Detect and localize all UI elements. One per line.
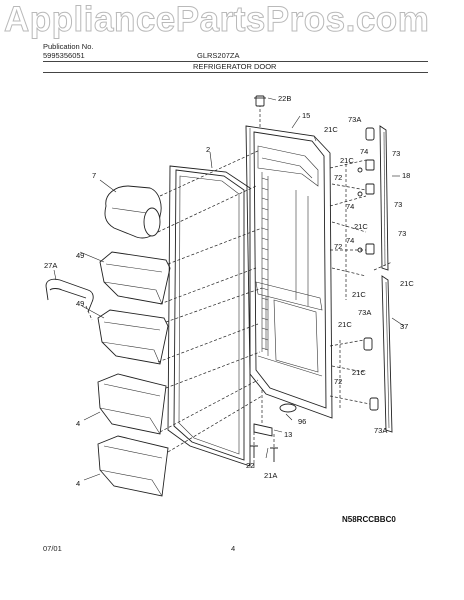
callout-73a-bot: 73A [374, 426, 387, 435]
screw-alignment-lines [329, 159, 393, 410]
callout-49-b: 49 [76, 299, 84, 308]
callout-72-b: 72 [334, 242, 342, 251]
callout-21c-g: 21C [352, 368, 366, 377]
callout-22b: 22B [278, 94, 291, 103]
publication-label: Publication No. [43, 42, 94, 51]
callout-73a-mid: 73A [358, 308, 371, 317]
door-handle [379, 125, 393, 433]
footer-date: 07/01 [43, 544, 62, 553]
door-shell [245, 125, 333, 419]
footer-page: 4 [231, 544, 236, 553]
callout-74-b: 74 [346, 202, 354, 211]
callout-49-a: 49 [76, 251, 84, 260]
leader-lines [53, 97, 405, 481]
callout-73a-top: 73A [348, 115, 361, 124]
bottom-hinge-parts [250, 390, 297, 462]
header-rule-lower [43, 72, 428, 73]
dairy-cover [104, 185, 162, 239]
explosion-lines [85, 104, 263, 453]
end-cap-73a-mid [363, 337, 373, 351]
callout-15: 15 [302, 111, 310, 120]
callout-4-b: 4 [76, 479, 80, 488]
callout-74-a: 74 [360, 147, 368, 156]
callout-13: 13 [284, 430, 292, 439]
end-cap-73a-bot [369, 397, 379, 411]
callout-2: 2 [206, 145, 210, 154]
callout-21c-b: 21C [340, 156, 354, 165]
callout-72-a: 72 [334, 173, 342, 182]
callout-37: 37 [400, 322, 408, 331]
publication-number: 5995356051 [43, 51, 85, 60]
header-rule [43, 61, 428, 62]
watermark: AppliancePartsPros.com [3, 0, 430, 40]
callout-18: 18 [402, 171, 410, 180]
callout-27a: 27A [44, 261, 57, 270]
callout-96: 96 [298, 417, 306, 426]
callout-74-c: 74 [346, 236, 354, 245]
callout-73-c: 73 [398, 229, 406, 238]
diagram-code: N58RCCBBC0 [342, 515, 396, 524]
end-cap-73a-top [365, 127, 375, 141]
handle-trim [45, 278, 94, 313]
section-title: REFRIGERATOR DOOR [193, 62, 277, 71]
callout-21c-f: 21C [338, 320, 352, 329]
handle-clips [357, 159, 375, 255]
callout-72-c: 72 [334, 377, 342, 386]
callout-labels: 22B 15 73A 21C 74 73 21C 18 72 74 73 21C… [44, 94, 414, 488]
callout-73-a: 73 [392, 149, 400, 158]
callout-21c-c: 21C [354, 222, 368, 231]
door-bin-4-lower [97, 435, 169, 497]
callout-21c-a: 21C [324, 125, 338, 134]
door-bin-upper [99, 251, 171, 305]
callout-73-b: 73 [394, 200, 402, 209]
callout-7: 7 [92, 171, 96, 180]
callout-4-a: 4 [76, 419, 80, 428]
callout-22: 22 [246, 461, 254, 470]
callout-21c-d: 21C [400, 279, 414, 288]
callout-21c-e: 21C [352, 290, 366, 299]
door-bin-lower [97, 309, 169, 365]
rack-ticks [261, 177, 269, 351]
model-number: GLRS207ZA [197, 51, 240, 60]
door-gasket [167, 165, 251, 467]
callout-21a: 21A [264, 471, 277, 480]
door-bin-4-upper [97, 373, 167, 435]
top-hinge-pin [254, 95, 266, 107]
